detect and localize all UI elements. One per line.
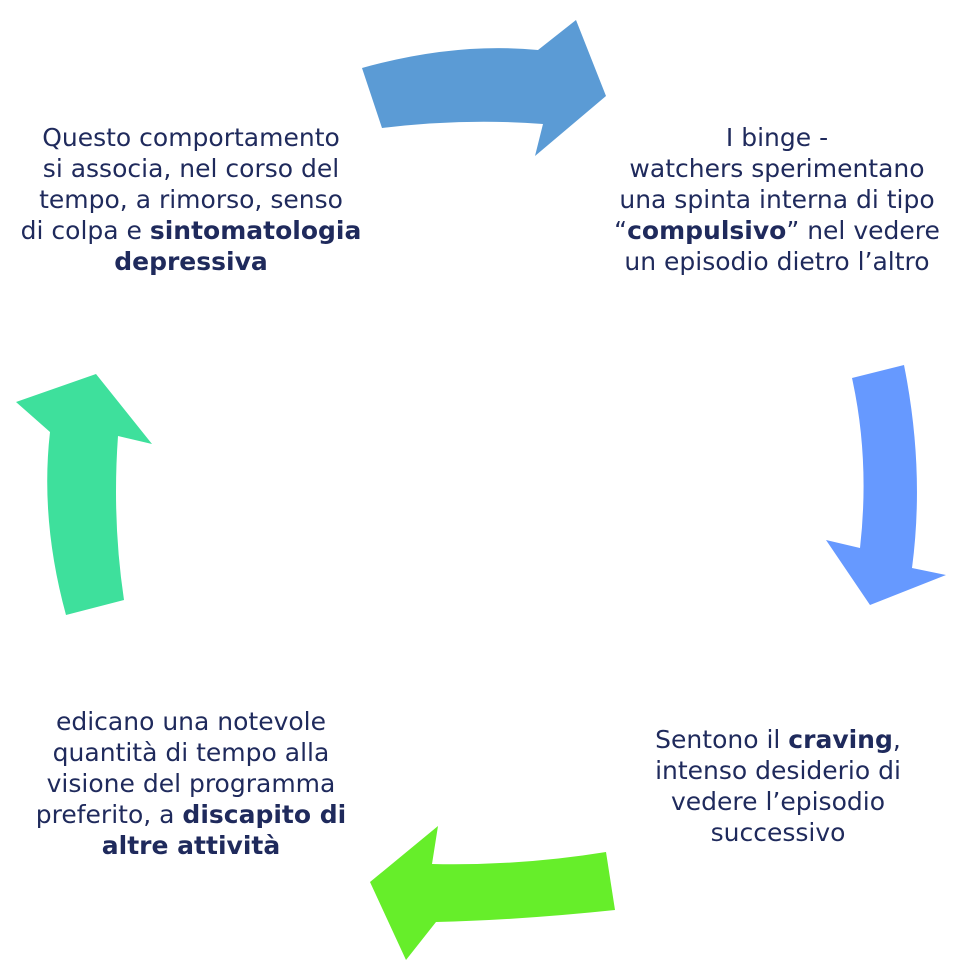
text-segment: watchers sperimentano	[629, 154, 925, 183]
text-segment: tempo, a rimorso, senso	[39, 185, 343, 214]
text-line: visione del programma	[10, 768, 372, 799]
text-segment: quantità di tempo alla	[52, 738, 330, 767]
text-line: depressiva	[10, 246, 372, 277]
bold-text: compulsivo	[627, 216, 787, 245]
text-segment: I binge -	[725, 123, 829, 152]
text-segment: edicano una notevole	[55, 707, 327, 736]
arrow-left	[16, 374, 152, 615]
text-segment: preferito, a	[35, 800, 183, 829]
text-line: tempo, a rimorso, senso	[10, 184, 372, 215]
text-line: watchers sperimentano	[596, 153, 958, 184]
arrow-right	[826, 365, 946, 605]
text-segment: ,	[892, 725, 901, 754]
bold-text: sintomatologia	[149, 216, 362, 245]
text-line: una spinta interna di tipo	[596, 184, 958, 215]
text-line: quantità di tempo alla	[10, 737, 372, 768]
text-line: un episodio dietro l’altro	[596, 246, 958, 277]
text-segment: vedere l’episodio	[670, 787, 885, 816]
text-segment: intenso desiderio di	[655, 756, 901, 785]
text-line: altre attività	[10, 830, 372, 861]
text-segment: un episodio dietro l’altro	[624, 247, 930, 276]
text-segment: successivo	[710, 818, 846, 847]
text-segment: Questo comportamento	[42, 123, 340, 152]
text-line: preferito, a discapito di	[10, 799, 372, 830]
text-line: “compulsivo” nel vedere	[596, 215, 958, 246]
text-line: vedere l’episodio	[604, 786, 952, 817]
text-segment: “	[614, 216, 628, 245]
text-line: edicano una notevole	[10, 706, 372, 737]
text-line: di colpa e sintomatologia	[10, 215, 372, 246]
text-segment: una spinta interna di tipo	[619, 185, 935, 214]
text-segment: di colpa e	[20, 216, 150, 245]
text-line: I binge -	[596, 122, 958, 153]
text-line: intenso desiderio di	[604, 755, 952, 786]
text-line: successivo	[604, 817, 952, 848]
text-segment: si associa, nel corso del	[42, 154, 340, 183]
text-line: Questo comportamento	[10, 122, 372, 153]
text-line: Sentono il craving,	[604, 724, 952, 755]
arrow-bottom	[370, 826, 615, 960]
arrow-top	[362, 20, 606, 156]
text-segment: ” nel vedere	[786, 216, 940, 245]
bold-text: craving	[788, 725, 893, 754]
text-segment: visione del programma	[46, 769, 336, 798]
bold-text: depressiva	[114, 247, 268, 276]
bold-text: discapito di	[182, 800, 347, 829]
text-segment: Sentono il	[655, 725, 789, 754]
bold-text: altre attività	[101, 831, 281, 860]
text-line: si associa, nel corso del	[10, 153, 372, 184]
